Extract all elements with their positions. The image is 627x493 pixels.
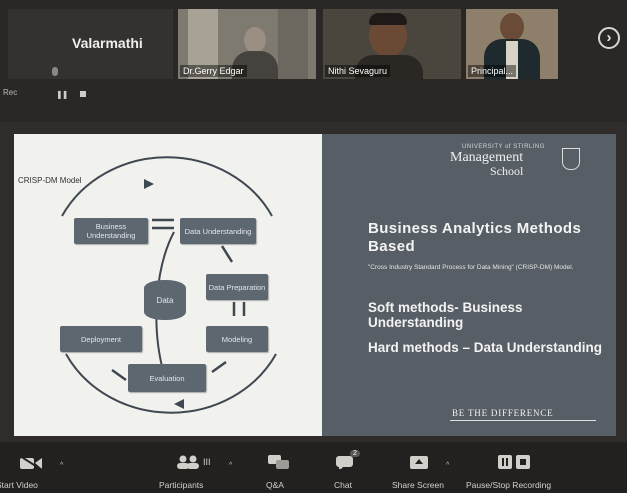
chevron-right-icon[interactable]: › <box>598 27 620 49</box>
participant-name: Nithi Sevaguru <box>325 65 391 77</box>
chat-button[interactable]: 2 Chat <box>330 442 370 493</box>
slide-subheading: "Cross Industry Standard Process for Dat… <box>368 264 574 271</box>
participant-tile[interactable]: Dr.Gerry Edgar <box>178 9 316 79</box>
deployment-box: Deployment <box>60 326 142 352</box>
slide-left-panel: CRISP-DM Model Business Understanding Da… <box>14 134 322 436</box>
chevron-up-icon[interactable]: ^ <box>446 462 450 469</box>
data-store-icon: Data <box>144 280 186 320</box>
tagline: BE THE DIFFERENCE <box>452 408 554 418</box>
participant-name: Dr.Gerry Edgar <box>180 65 247 77</box>
chevron-up-icon[interactable]: ^ <box>229 462 233 469</box>
participants-button[interactable]: III ^ Participants <box>155 442 245 493</box>
participants-label: Participants <box>159 480 204 490</box>
modeling-box: Modeling <box>206 326 268 352</box>
shared-screen: CRISP-DM Model Business Understanding Da… <box>0 122 627 442</box>
chat-badge: 2 <box>350 450 360 457</box>
business-understanding-box: Business Understanding <box>74 218 148 244</box>
qa-bubbles-icon <box>268 455 289 469</box>
hard-methods-text: Hard methods – Data Understanding <box>368 340 603 355</box>
video-camera-icon <box>20 456 42 470</box>
meeting-toolbar: ^ Start Video III ^ Participants Q&A 2 C… <box>0 442 627 493</box>
share-screen-button[interactable]: ^ Share Screen <box>388 442 454 493</box>
record-label: Pause/Stop Recording <box>466 480 552 490</box>
participant-tile[interactable]: Nithi Sevaguru <box>323 9 461 79</box>
self-tile[interactable]: Valarmathi <box>8 9 173 79</box>
recording-status: Rec <box>3 88 18 97</box>
chevron-up-icon[interactable]: ^ <box>60 462 64 469</box>
qa-label: Q&A <box>266 480 284 490</box>
participant-video <box>323 9 461 79</box>
data-label: Data <box>156 295 174 305</box>
soft-methods-text: Soft methods- Business Understanding <box>368 300 523 330</box>
data-understanding-box: Data Understanding <box>180 218 256 244</box>
pause-bars <box>502 458 504 466</box>
participant-video <box>466 9 558 79</box>
presentation-slide: CRISP-DM Model Business Understanding Da… <box>14 134 616 436</box>
slide-heading: Business Analytics Methods Based <box>368 220 582 255</box>
chat-label: Chat <box>334 480 352 490</box>
participant-tile[interactable]: Principal... <box>466 9 558 79</box>
start-video-button[interactable]: ^ Start Video <box>0 442 78 493</box>
pause-icon[interactable] <box>498 455 512 469</box>
qa-button[interactable]: Q&A <box>262 442 302 493</box>
slide-right-panel: UNIVERSITY of STIRLING Management School… <box>322 134 616 436</box>
participant-name: Principal... <box>468 65 517 77</box>
pause-bars <box>506 458 508 466</box>
self-name: Valarmathi <box>72 35 143 51</box>
crest-icon <box>562 148 580 170</box>
participant-strip: Valarmathi Dr.Gerry Edgar Nithi Sevaguru… <box>0 0 627 122</box>
logo-school: School <box>490 164 524 178</box>
tagline-divider <box>450 420 596 421</box>
start-video-label: Start Video <box>0 480 38 490</box>
microphone-icon <box>52 67 58 76</box>
logo-university: UNIVERSITY of STIRLING <box>462 144 545 150</box>
evaluation-box: Evaluation <box>128 364 206 392</box>
people-icon <box>177 455 199 469</box>
pause-icon[interactable]: ❚❚ <box>56 90 68 99</box>
chat-bubble-icon <box>336 456 353 469</box>
stop-square <box>520 459 526 465</box>
record-controls-button[interactable]: Pause/Stop Recording <box>462 442 582 493</box>
participant-video <box>178 9 316 79</box>
share-screen-label: Share Screen <box>392 480 444 490</box>
model-title: CRISP-DM Model <box>18 176 82 185</box>
logo-management: Management <box>450 150 524 165</box>
stop-icon[interactable] <box>80 91 86 97</box>
data-preparation-box: Data Preparation <box>206 274 268 300</box>
share-screen-icon <box>410 456 428 469</box>
participants-count: III <box>203 457 211 467</box>
